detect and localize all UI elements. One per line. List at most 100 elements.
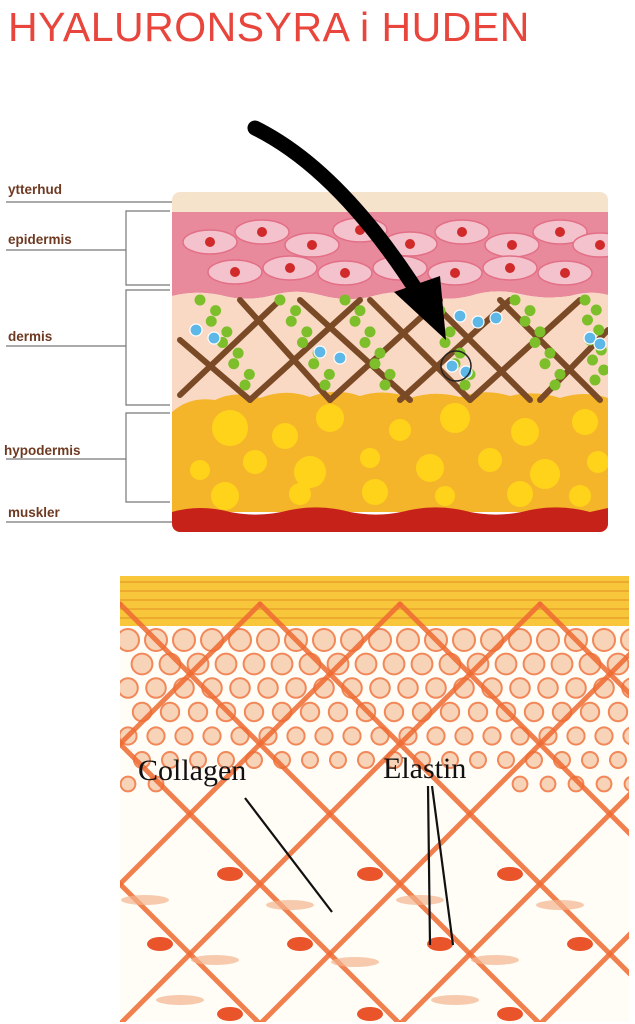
cell-ring bbox=[426, 726, 446, 746]
label-ytterhud: ytterhud bbox=[8, 182, 62, 197]
fat-cell bbox=[243, 450, 267, 474]
cell-ring bbox=[131, 701, 153, 723]
cell-ring bbox=[147, 775, 165, 793]
mesh-node bbox=[357, 1007, 383, 1021]
collagen-fiber bbox=[467, 297, 583, 403]
mesh-fiber bbox=[120, 740, 402, 1022]
cell-nucleus bbox=[595, 240, 605, 250]
hyaluronic-molecule bbox=[333, 351, 347, 365]
hyaluronic-molecule bbox=[471, 315, 485, 329]
collagen-fiber bbox=[297, 297, 413, 403]
elastin-bead bbox=[379, 379, 391, 391]
cell-ring bbox=[355, 701, 377, 723]
hypodermis-layer bbox=[172, 391, 608, 512]
fiber-nodes bbox=[121, 867, 593, 1021]
cell-ring bbox=[536, 628, 560, 652]
elastin-bead bbox=[549, 379, 561, 391]
cell-ring bbox=[301, 751, 319, 769]
fat-cell bbox=[316, 404, 344, 432]
hyaluronic-molecule bbox=[453, 309, 467, 323]
cell-ring bbox=[592, 628, 616, 652]
cell-ring bbox=[120, 628, 140, 652]
elastin-bead bbox=[319, 379, 331, 391]
fat-cell bbox=[190, 460, 210, 480]
cell-nucleus bbox=[307, 240, 317, 250]
cell-nucleus bbox=[505, 263, 515, 273]
pointer-arrow bbox=[247, 120, 446, 340]
cell-ring bbox=[466, 652, 490, 676]
cell-ring bbox=[217, 751, 235, 769]
cell-ring bbox=[441, 751, 459, 769]
fat-cell bbox=[507, 481, 533, 507]
cell-ring bbox=[511, 775, 529, 793]
elastin-bead bbox=[290, 305, 302, 317]
hyaluronic-molecule bbox=[583, 331, 597, 345]
cell-ring bbox=[159, 701, 181, 723]
cell-ring bbox=[256, 628, 280, 652]
elastin-bead bbox=[587, 354, 598, 366]
elastin-bead bbox=[210, 305, 222, 317]
fiber-mesh bbox=[120, 601, 629, 1022]
cell-ring bbox=[438, 652, 462, 676]
elastin-bead bbox=[539, 358, 551, 370]
cell-ring bbox=[398, 726, 418, 746]
elastin-bead bbox=[297, 337, 308, 348]
fat-cell bbox=[530, 459, 560, 489]
cell-ring bbox=[537, 677, 559, 699]
cell-ring bbox=[161, 751, 179, 769]
cell-ring bbox=[410, 652, 434, 676]
cell-ring bbox=[326, 652, 350, 676]
fibroblast bbox=[471, 955, 519, 965]
mesh-fiber bbox=[120, 601, 263, 748]
elastin-bead bbox=[590, 304, 602, 316]
cell-ring bbox=[357, 751, 375, 769]
elastin-bead bbox=[285, 315, 297, 327]
fat-cell bbox=[478, 448, 502, 472]
cell-ring bbox=[509, 677, 531, 699]
mesh-node bbox=[357, 867, 383, 881]
elastin-label: Elastin bbox=[383, 752, 466, 785]
mesh-fiber bbox=[398, 791, 629, 1022]
cell-ring bbox=[229, 677, 251, 699]
cell-ring bbox=[327, 701, 349, 723]
elastin-bead bbox=[509, 294, 521, 306]
cell-nucleus bbox=[340, 268, 350, 278]
elastin-bead bbox=[359, 337, 371, 348]
cell-ring bbox=[480, 628, 504, 652]
elastin-bead bbox=[439, 337, 451, 348]
cell-nucleus bbox=[507, 240, 517, 250]
cell-ring bbox=[369, 677, 391, 699]
fibroblast bbox=[536, 900, 584, 910]
cell-ring bbox=[565, 677, 587, 699]
label-muskler: muskler bbox=[8, 505, 60, 520]
hyaluronic-molecule bbox=[313, 345, 327, 359]
collagen-fiber bbox=[247, 297, 363, 403]
fat-cell bbox=[272, 423, 298, 449]
mesh-fiber bbox=[538, 931, 629, 1022]
cell-ring bbox=[553, 751, 571, 769]
cell-ring bbox=[525, 751, 543, 769]
elastin-bead bbox=[598, 364, 608, 376]
cell-ring bbox=[566, 726, 586, 746]
mesh-fiber bbox=[120, 880, 262, 1022]
elastin-bead bbox=[274, 294, 286, 306]
elastin-bead bbox=[384, 368, 396, 380]
elastin-bead bbox=[349, 315, 361, 327]
mesh-node bbox=[497, 867, 523, 881]
cell-ring bbox=[606, 652, 629, 676]
mesh-fiber bbox=[120, 601, 403, 888]
mesh-node bbox=[217, 1007, 243, 1021]
cell-ring bbox=[173, 677, 195, 699]
hyaluronic-molecule bbox=[207, 331, 221, 345]
fibroblast bbox=[431, 995, 479, 1005]
cell-ring bbox=[144, 628, 168, 652]
mesh-node bbox=[147, 937, 173, 951]
cell-ring bbox=[228, 628, 252, 652]
cell-ring bbox=[285, 677, 307, 699]
elastin-bead bbox=[239, 379, 251, 391]
elastin-bead bbox=[232, 347, 244, 359]
mesh-node bbox=[217, 867, 243, 881]
mesh-fiber bbox=[120, 1020, 122, 1022]
layer-leader-lines bbox=[6, 201, 180, 523]
mesh-fiber bbox=[120, 601, 123, 608]
